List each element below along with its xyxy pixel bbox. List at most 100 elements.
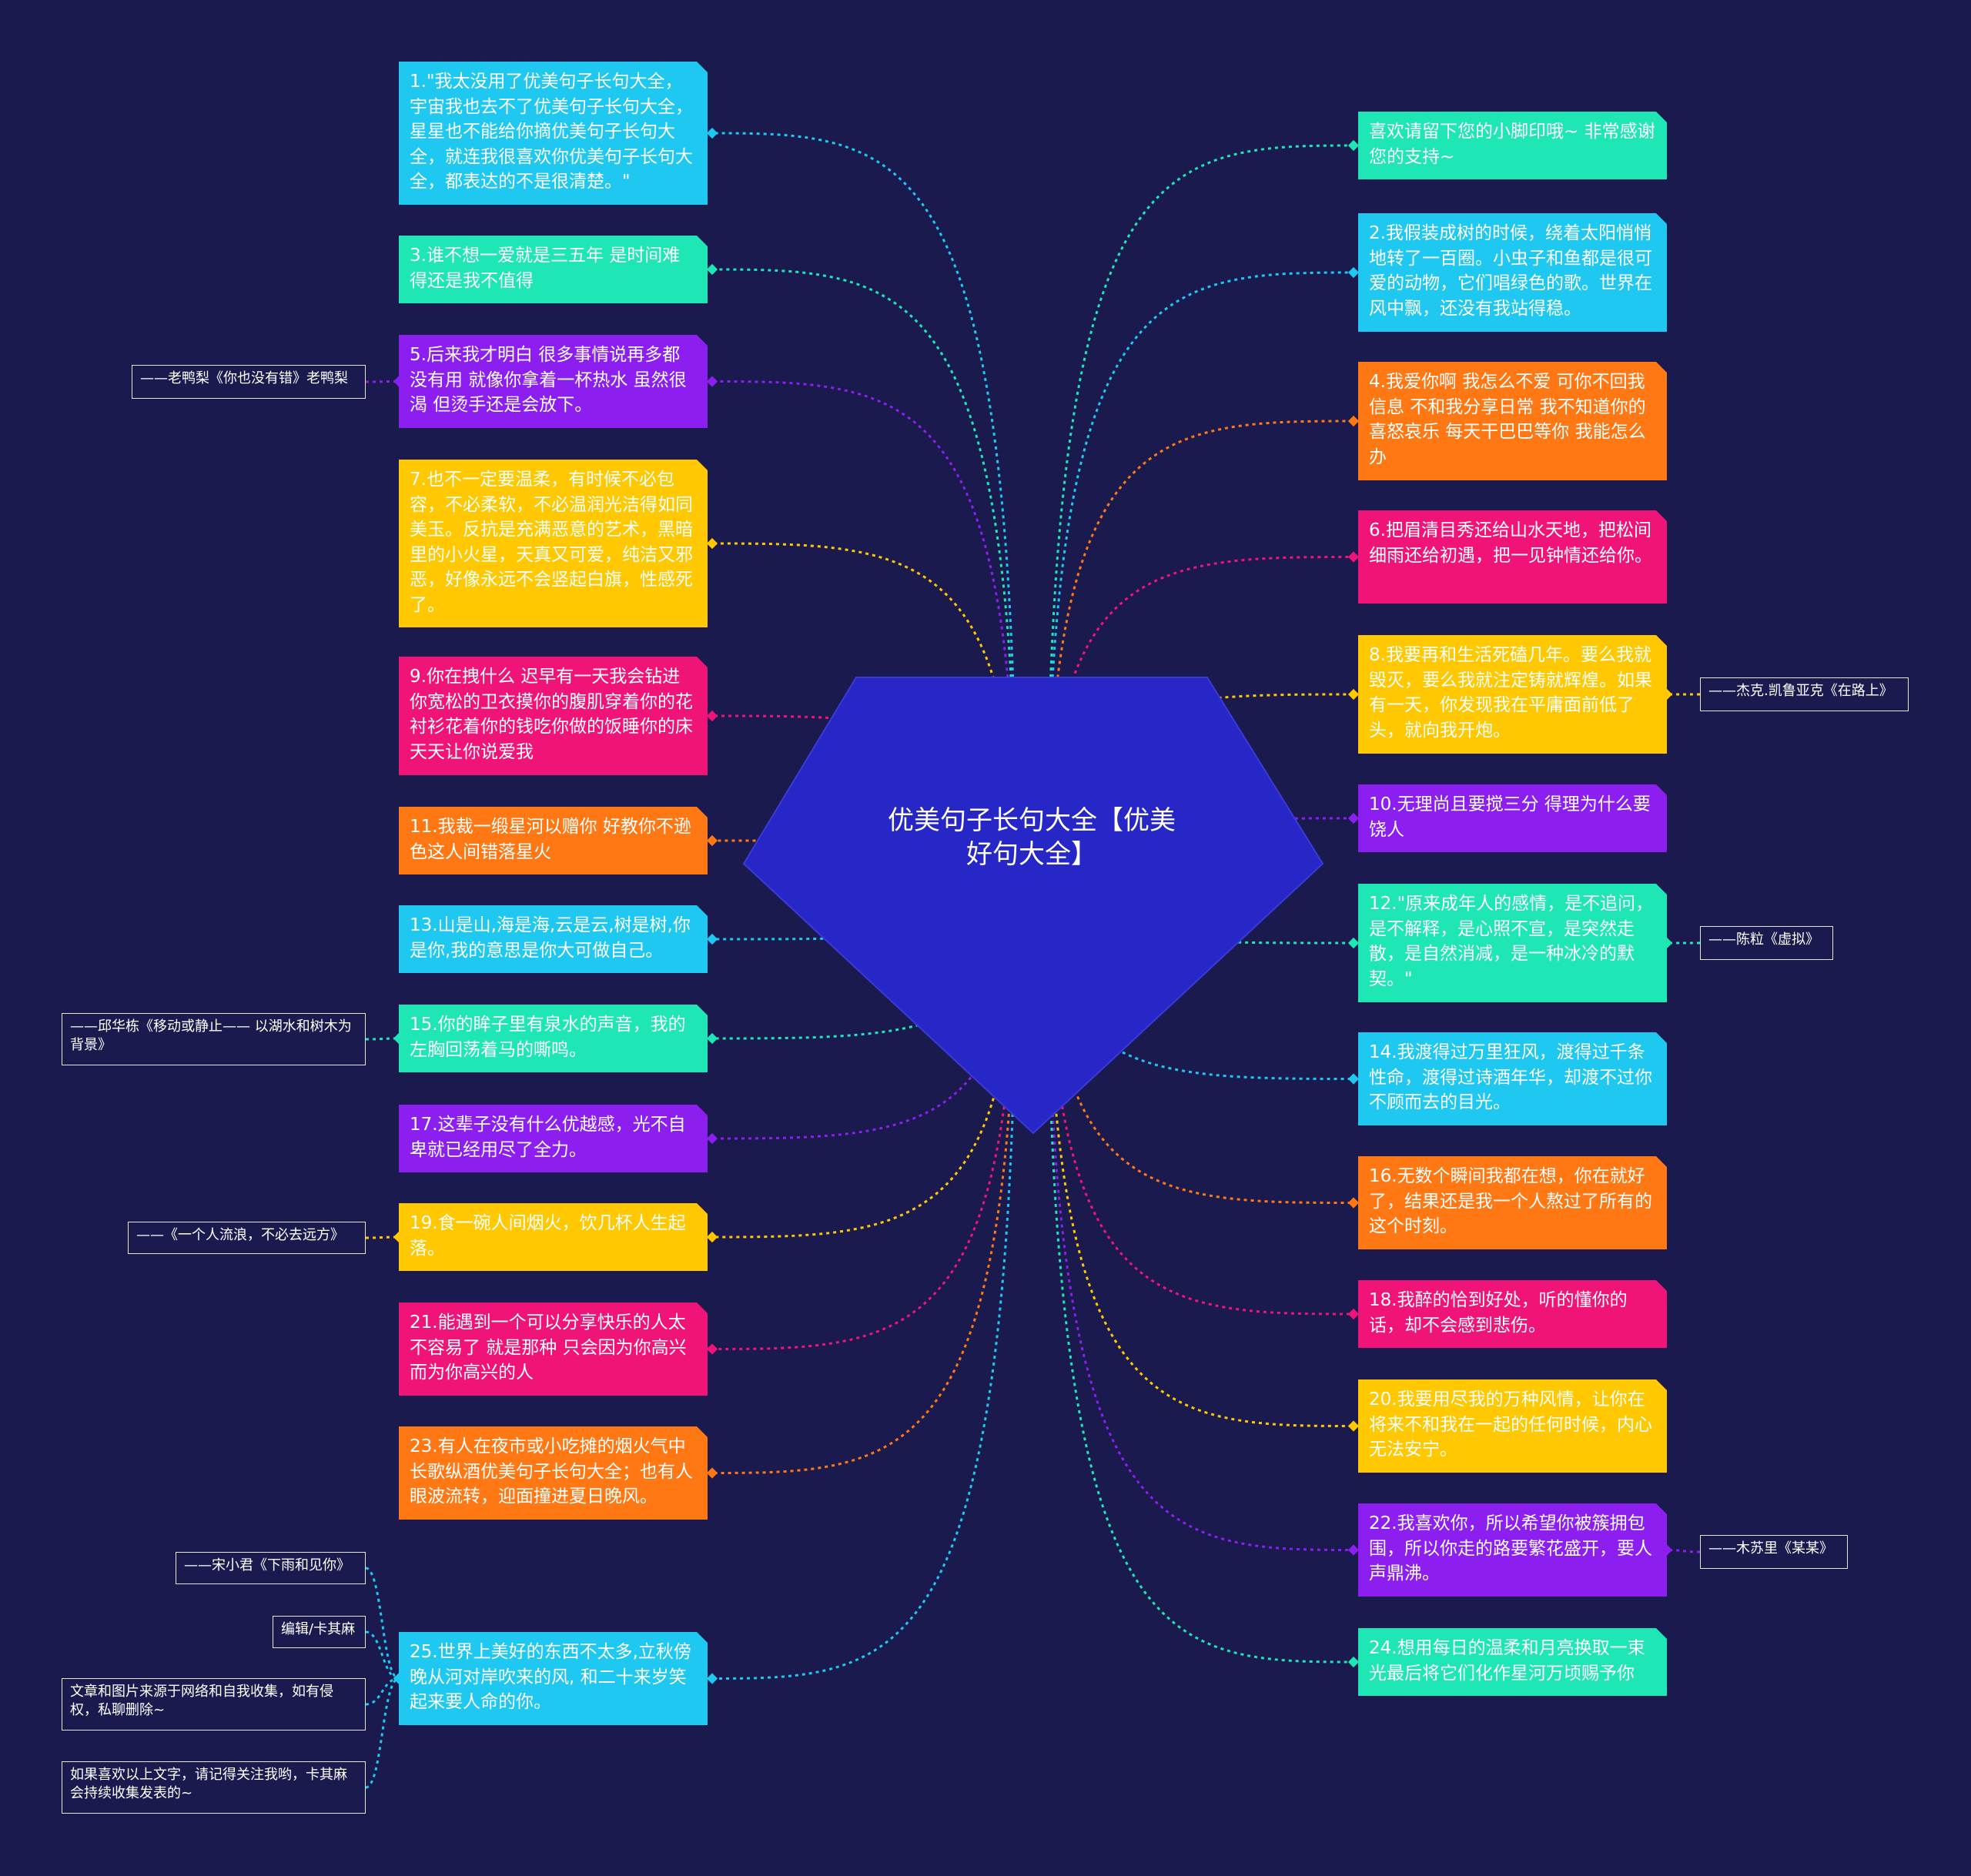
connector-dot: [706, 1467, 718, 1479]
citation-note[interactable]: 编辑/卡其麻: [273, 1616, 366, 1648]
connector-dot: [706, 1132, 718, 1145]
connector-dot: [1347, 1544, 1360, 1556]
connector-dot: [1347, 266, 1360, 279]
note-text: ——陈粒《虚拟》: [1708, 931, 1819, 948]
connector-dot: [706, 537, 718, 550]
citation-note[interactable]: ——杰克.凯鲁亚克《在路上》: [1700, 677, 1909, 711]
connector-line: [707, 884, 1018, 1680]
node-text: 24.想用每日的温柔和月亮换取一束光最后将它们化作星河万顷赐予你: [1369, 1638, 1645, 1684]
node-text: 2.我假装成树的时候，绕着太阳悄悄地转了一百圈。小虫子和鱼都是很可爱的动物，它们…: [1369, 223, 1652, 319]
connector-dot: [706, 127, 718, 139]
connector-dot: [1347, 139, 1360, 152]
node-text: 25.世界上美好的东西不太多,立秋傍晚从河对岸吹来的风, 和二十来岁笑起来要人命…: [410, 1642, 691, 1712]
branch-node[interactable]: 22.我喜欢你，所以希望你被簇拥包围，所以你走的路要繁花盛开，要人声鼎沸。: [1358, 1503, 1667, 1597]
note-text: ——《一个人流浪，不必去远方》: [136, 1227, 344, 1243]
citation-note[interactable]: ——陈粒《虚拟》: [1700, 926, 1833, 960]
node-text: 10.无理尚且要搅三分 得理为什么要饶人: [1369, 794, 1651, 840]
branch-node[interactable]: 23.有人在夜市或小吃摊的烟火气中长歌纵酒优美句子长句大全；也有人眼波流转，迎面…: [399, 1426, 708, 1520]
node-text: 19.食一碗人间烟火，饮几杯人生起落。: [410, 1213, 686, 1259]
connector-dot: [1347, 415, 1360, 427]
connector-line: [1046, 271, 1359, 886]
branch-node[interactable]: 1."我太没用了优美句子长句大全，宇宙我也去不了优美句子长句大全，星星也不能给你…: [399, 62, 708, 205]
node-text: 1."我太没用了优美句子长句大全，宇宙我也去不了优美句子长句大全，星星也不能给你…: [410, 72, 693, 192]
node-text: 6.把眉清目秀还给山水天地，把松间细雨还给初遇，把一见钟情还给你。: [1369, 520, 1652, 566]
note-connector: [365, 1567, 400, 1680]
node-text: 4.我爱你啊 我怎么不爱 可你不回我信息 不和我分享日常 我不知道你的喜怒哀乐 …: [1369, 372, 1646, 467]
node-text: 23.有人在夜市或小吃摊的烟火气中长歌纵酒优美句子长句大全；也有人眼波流转，迎面…: [410, 1436, 693, 1506]
branch-node[interactable]: 12."原来成年人的感情，是不追问，是不解释，是心照不宣，是突然走散，是自然消减…: [1358, 884, 1667, 1002]
citation-note[interactable]: 如果喜欢以上文字，请记得关注我哟，卡其麻会持续收集发表的~: [62, 1761, 366, 1814]
branch-node[interactable]: 25.世界上美好的东西不太多,立秋傍晚从河对岸吹来的风, 和二十来岁笑起来要人命…: [399, 1632, 708, 1725]
connector-dot: [706, 1231, 718, 1243]
branch-node[interactable]: 3.谁不想一爱就是三五年 是时间难得还是我不值得: [399, 236, 708, 303]
node-text: 8.我要再和生活死磕几年。要么我就毁灭，要么我就注定铸就辉煌。如果有一天，你发现…: [1369, 645, 1652, 741]
node-text: 15.你的眸子里有泉水的声音，我的左胸回荡着马的嘶鸣。: [410, 1015, 686, 1060]
branch-node[interactable]: 13.山是山,海是海,云是云,树是树,你是你,我的意思是你大可做自己。: [399, 905, 708, 973]
branch-node[interactable]: 14.我渡得过万里狂风，渡得过千条性命，渡得过诗酒年华，却渡不过你不顾而去的目光…: [1358, 1032, 1667, 1125]
connector-dot: [706, 376, 718, 387]
branch-node[interactable]: 7.也不一定要温柔，有时候不必包容，不必柔软，不必温润光洁得如同美玉。反抗是充满…: [399, 460, 708, 627]
branch-node[interactable]: 2.我假装成树的时候，绕着太阳悄悄地转了一百圈。小虫子和鱼都是很可爱的动物，它们…: [1358, 213, 1667, 332]
note-text: 编辑/卡其麻: [281, 1621, 356, 1637]
branch-node[interactable]: 4.我爱你啊 我怎么不爱 可你不回我信息 不和我分享日常 我不知道你的喜怒哀乐 …: [1358, 362, 1667, 480]
branch-node[interactable]: 6.把眉清目秀还给山水天地，把松间细雨还给初遇，把一见钟情还给你。: [1358, 510, 1667, 604]
node-text: 18.我醉的恰到好处，听的懂你的话，却不会感到悲伤。: [1369, 1290, 1628, 1336]
branch-node[interactable]: 19.食一碗人间烟火，饮几杯人生起落。: [399, 1203, 708, 1271]
node-text: 喜欢请留下您的小脚印哦~ 非常感谢您的支持~: [1369, 122, 1655, 167]
citation-note[interactable]: ——宋小君《下雨和见你》: [176, 1552, 366, 1584]
connector-dot: [706, 933, 718, 945]
node-text: 20.我要用尽我的万种风情，让你在将来不和我在一起的任何时候，内心无法安宁。: [1369, 1389, 1652, 1460]
node-text: 21.能遇到一个可以分享快乐的人太不容易了 就是那种 只会因为你高兴而为你高兴的…: [410, 1313, 687, 1383]
connector-dot: [1347, 688, 1360, 701]
branch-node[interactable]: 21.能遇到一个可以分享快乐的人太不容易了 就是那种 只会因为你高兴而为你高兴的…: [399, 1302, 708, 1396]
note-connector: [365, 1677, 400, 1789]
note-text: ——老鸭梨《你也没有错》老鸭梨: [140, 370, 348, 386]
node-text: 22.我喜欢你，所以希望你被簇拥包围，所以你走的路要繁花盛开，要人声鼎沸。: [1369, 1513, 1652, 1583]
branch-node[interactable]: 18.我醉的恰到好处，听的懂你的话，却不会感到悲伤。: [1358, 1280, 1667, 1348]
note-text: ——木苏里《某某》: [1708, 1540, 1833, 1557]
branch-node[interactable]: 10.无理尚且要搅三分 得理为什么要饶人: [1358, 784, 1667, 852]
connector-dot: [1347, 551, 1360, 563]
citation-note[interactable]: ——木苏里《某某》: [1700, 1535, 1848, 1569]
citation-note[interactable]: ——老鸭梨《你也没有错》老鸭梨: [132, 365, 366, 399]
note-connector: [365, 1630, 400, 1680]
connector-dot: [706, 263, 718, 276]
connector-line: [1046, 884, 1359, 1427]
branch-node[interactable]: 17.这辈子没有什么优越感，光不自卑就已经用尽了全力。: [399, 1105, 708, 1172]
connector-dot: [1347, 1308, 1360, 1320]
citation-note[interactable]: ——邱华栋《移动或静止—— 以湖水和树木为背景》: [62, 1013, 366, 1065]
branch-node[interactable]: 20.我要用尽我的万种风情，让你在将来不和我在一起的任何时候，内心无法安宁。: [1358, 1379, 1667, 1473]
note-text: 如果喜欢以上文字，请记得关注我哟，卡其麻会持续收集发表的~: [70, 1767, 347, 1801]
connector-line: [1046, 556, 1359, 886]
node-text: 12."原来成年人的感情，是不追问，是不解释，是心照不宣，是突然走散，是自然消减…: [1369, 894, 1654, 989]
note-text: ——宋小君《下雨和见你》: [184, 1557, 350, 1573]
branch-node[interactable]: 8.我要再和生活死磕几年。要么我就毁灭，要么我就注定铸就辉煌。如果有一天，你发现…: [1358, 635, 1667, 754]
connector-dot: [706, 710, 718, 722]
branch-node[interactable]: 11.我裁一缎星河以赠你 好教你不逊色这人间错落星火: [399, 807, 708, 874]
connector-dot: [1347, 1073, 1360, 1085]
center-topic[interactable]: 优美句子长句大全【优美好句大全】: [878, 804, 1186, 871]
citation-note[interactable]: 文章和图片来源于网络和自我收集，如有侵权，私聊删除~: [62, 1678, 366, 1731]
branch-node[interactable]: 喜欢请留下您的小脚印哦~ 非常感谢您的支持~: [1358, 112, 1667, 179]
node-text: 3.谁不想一爱就是三五年 是时间难得还是我不值得: [410, 246, 681, 291]
node-text: 5.后来我才明白 很多事情说再多都没有用 就像你拿着一杯热水 虽然很渴 但烫手还…: [410, 345, 687, 415]
branch-node[interactable]: 16.无数个瞬间我都在想，你在就好了，结果还是我一个人熬过了所有的这个时刻。: [1358, 1156, 1667, 1249]
branch-node[interactable]: 5.后来我才明白 很多事情说再多都没有用 就像你拿着一杯热水 虽然很渴 但烫手还…: [399, 335, 708, 428]
connector-dot: [706, 834, 718, 847]
connector-dot: [1347, 1420, 1360, 1432]
center-title: 优美句子长句大全【优美好句大全】: [888, 805, 1176, 870]
note-text: 文章和图片来源于网络和自我收集，如有侵权，私聊删除~: [70, 1684, 333, 1718]
connector-dot: [706, 1032, 718, 1045]
branch-node[interactable]: 24.想用每日的温柔和月亮换取一束光最后将它们化作星河万顷赐予你: [1358, 1628, 1667, 1696]
node-text: 14.我渡得过万里狂风，渡得过千条性命，渡得过诗酒年华，却渡不过你不顾而去的目光…: [1369, 1042, 1652, 1112]
branch-node[interactable]: 9.你在拽什么 迟早有一天我会钻进你宽松的卫衣摸你的腹肌穿着你的花衬衫花着你的钱…: [399, 657, 708, 775]
citation-note[interactable]: ——《一个人流浪，不必去远方》: [128, 1222, 366, 1254]
connector-dot: [1347, 812, 1360, 824]
note-connector: [365, 1677, 400, 1706]
branch-node[interactable]: 15.你的眸子里有泉水的声音，我的左胸回荡着马的嘶鸣。: [399, 1005, 708, 1072]
note-text: ——杰克.凯鲁亚克《在路上》: [1708, 683, 1893, 699]
node-text: 13.山是山,海是海,云是云,树是树,你是你,我的意思是你大可做自己。: [410, 915, 691, 961]
node-text: 7.也不一定要温柔，有时候不必包容，不必柔软，不必温润光洁得如同美玉。反抗是充满…: [410, 470, 693, 615]
node-text: 11.我裁一缎星河以赠你 好教你不逊色这人间错落星火: [410, 817, 691, 862]
